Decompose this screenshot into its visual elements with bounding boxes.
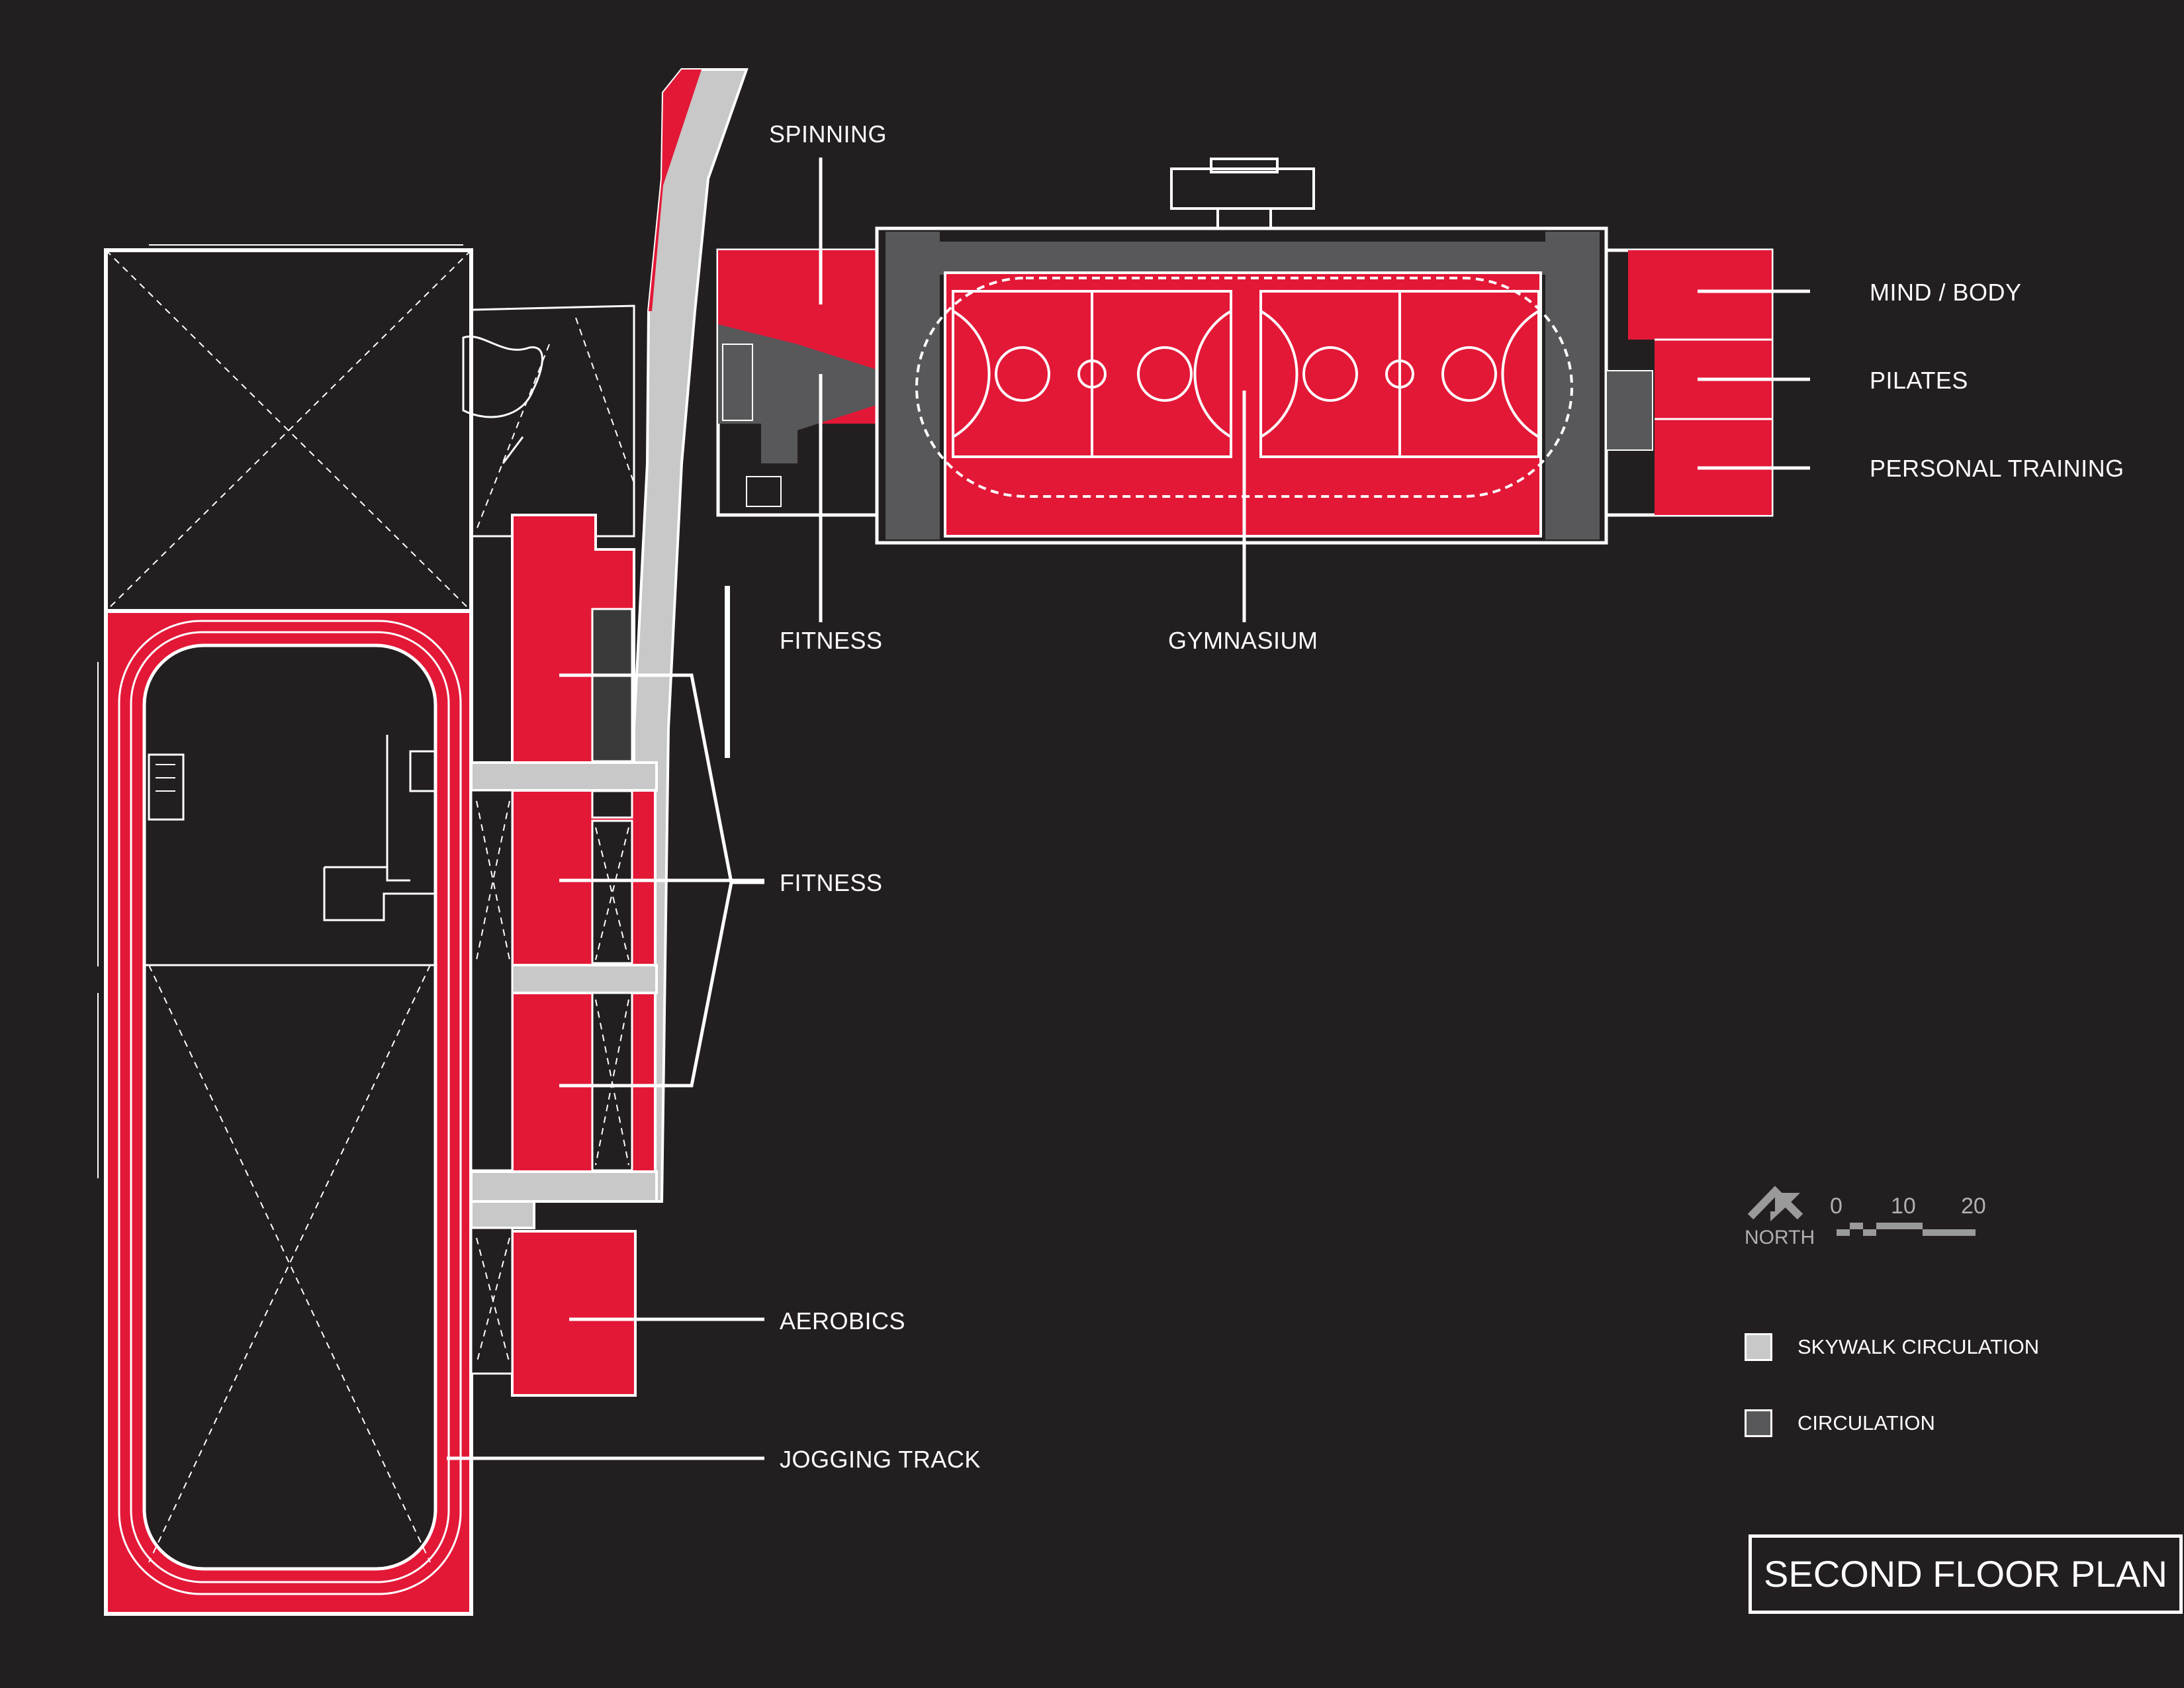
lobby-outline (462, 305, 635, 538)
jogging-track (104, 609, 473, 1616)
skywalk-red-stripe (649, 70, 702, 311)
skywalk-canopy (725, 586, 730, 758)
label-aerobics: AEROBICS (780, 1307, 906, 1335)
title-box: SECOND FLOOR PLAN (1749, 1534, 2183, 1614)
fitness-bar (470, 514, 657, 1173)
north-label: NORTH (1745, 1227, 1815, 1248)
label-personal-training: PERSONAL TRAINING (1870, 455, 2124, 482)
legend-label-skywalk: SKYWALK CIRCULATION (1797, 1335, 2040, 1358)
label-gymnasium: GYMNASIUM (1168, 627, 1318, 654)
gymnasium-building (875, 226, 1608, 545)
leader-lines (447, 158, 1810, 1460)
legend-swatch-circulation (1745, 1409, 1772, 1437)
label-spinning: SPINNING (769, 120, 887, 148)
north-building (716, 248, 880, 517)
label-jogging-track: JOGGING TRACK (780, 1446, 981, 1473)
legend-label-circulation: CIRCULATION (1797, 1411, 1935, 1434)
track-field-details (97, 662, 437, 1563)
scale-bar (1837, 1223, 1976, 1236)
plan-title: SECOND FLOOR PLAN (1764, 1553, 2167, 1595)
label-fitness-north: FITNESS (780, 627, 883, 654)
legend-swatch-skywalk (1745, 1333, 1772, 1361)
scale-tick-10: 10 (1891, 1194, 1916, 1219)
scale-tick-0: 0 (1830, 1194, 1843, 1219)
north-stair (1170, 158, 1315, 230)
label-pilates: PILATES (1870, 367, 1968, 394)
atrium-block (104, 244, 473, 613)
label-mind-body: MIND / BODY (1870, 279, 2022, 306)
label-fitness-west: FITNESS (780, 869, 883, 896)
aerobics-room (470, 1227, 637, 1397)
scale-tick-20: 20 (1961, 1194, 1986, 1219)
north-arrow-icon (1747, 1186, 1803, 1221)
